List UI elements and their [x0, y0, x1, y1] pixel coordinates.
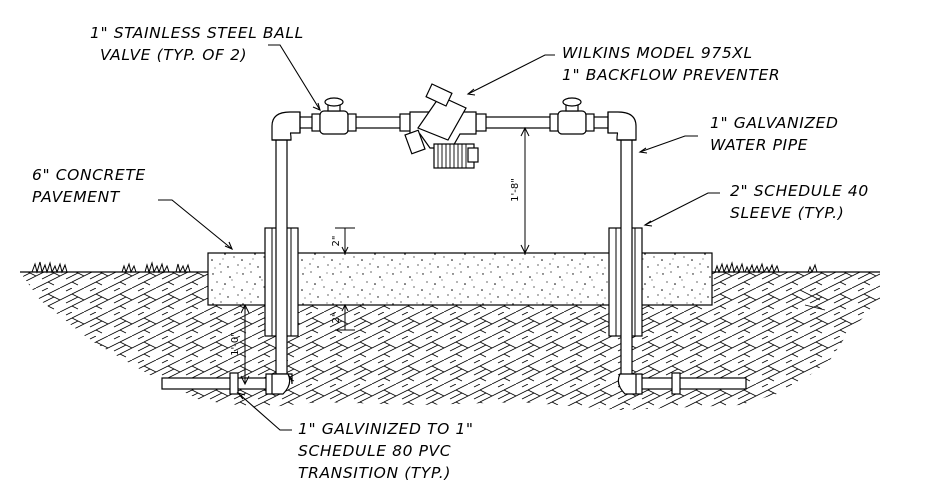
callout-sleeve-line-2: SLEEVE (TYP.) [730, 204, 844, 222]
callout-backflow: WILKINS MODEL 975XL 1" BACKFLOW PREVENTE… [562, 44, 780, 84]
callout-sleeve-line-1: 2" SCHEDULE 40 [730, 182, 869, 200]
callout-galv-pipe-line-1: 1" GALVANIZED [710, 114, 839, 132]
dim-height-above-slab [520, 126, 530, 255]
top-elbow-right [607, 111, 637, 141]
callout-backflow-line-1: WILKINS MODEL 975XL [562, 44, 753, 62]
callout-concrete-line-2: PAVEMENT [32, 188, 121, 206]
dim-slab-bottom [335, 303, 355, 331]
riser-left [275, 132, 288, 381]
dim-label-slab-bottom: 2" [331, 313, 342, 324]
callout-ball-valve-line-1: 1" STAINLESS STEEL BALL [90, 24, 304, 42]
riser-right [620, 132, 633, 381]
callout-sleeve: 2" SCHEDULE 40 SLEEVE (TYP.) [730, 182, 869, 222]
callout-concrete-line-1: 6" CONCRETE [32, 166, 146, 184]
callout-transition-line-1: 1" GALVINIZED TO 1" [298, 420, 474, 438]
dim-label-pipe-depth: 1'-0" [230, 332, 241, 356]
grass-tufts [31, 261, 818, 274]
callout-galv-pipe: 1" GALVANIZED WATER PIPE [710, 114, 839, 154]
dim-label-slab-top: 2" [331, 236, 342, 247]
callout-galv-pipe-line-2: WATER PIPE [710, 136, 808, 154]
dim-label-height: 1'-8" [510, 178, 521, 202]
callout-transition-line-3: TRANSITION (TYP.) [298, 464, 451, 482]
dim-slab-top [335, 227, 355, 255]
bottom-pipe-left [161, 372, 293, 395]
callout-transition-line-2: SCHEDULE 80 PVC [298, 442, 451, 460]
callout-ball-valve-line-2: VALVE (TYP. OF 2) [100, 46, 247, 64]
ball-valve-right [549, 97, 595, 135]
top-elbow-left [271, 111, 301, 141]
leader-lines [158, 44, 720, 431]
backflow-preventer [399, 83, 487, 169]
callout-ball-valve: 1" STAINLESS STEEL BALL VALVE (TYP. OF 2… [90, 24, 304, 64]
dim-pipe-depth [240, 303, 250, 386]
ball-valve-left [311, 97, 357, 135]
bottom-pipe-right [617, 372, 747, 395]
callout-transition: 1" GALVINIZED TO 1" SCHEDULE 80 PVC TRAN… [298, 420, 474, 482]
callout-backflow-line-2: 1" BACKFLOW PREVENTER [562, 66, 780, 84]
callout-concrete: 6" CONCRETE PAVEMENT [32, 166, 146, 206]
